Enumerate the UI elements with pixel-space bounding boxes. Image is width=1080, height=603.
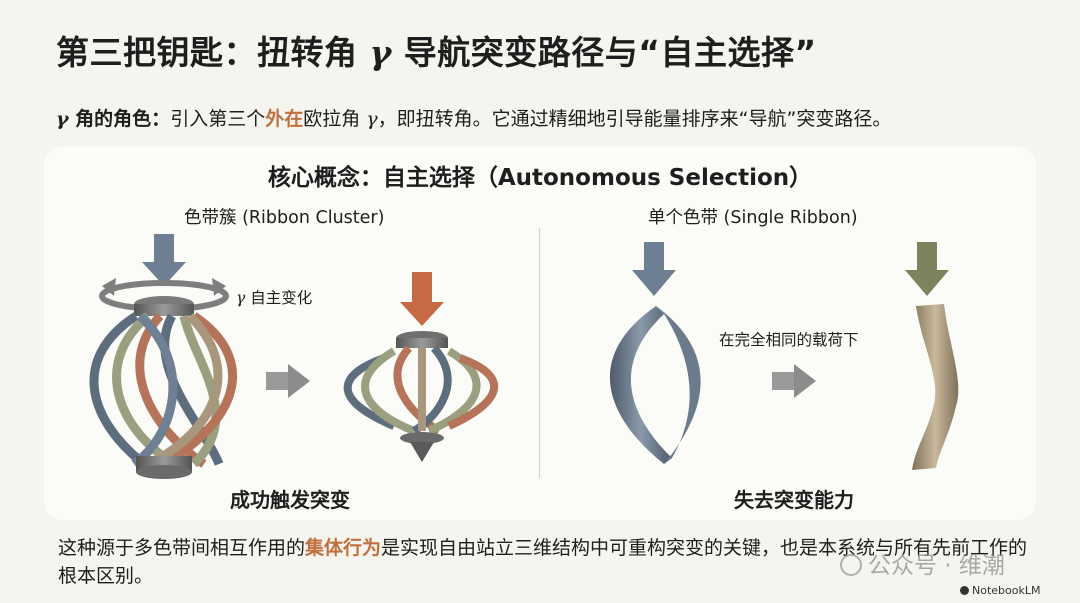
ribbon-cluster-image: [89, 234, 238, 479]
concept-illustration: [89, 234, 959, 479]
transition-arrow-icon: [266, 364, 310, 398]
notebooklm-logo-icon: [960, 586, 969, 595]
intro-text: γ 角的角色：引入第三个外在欧拉角 γ，即扭转角。它通过精细地引导能量排序来“导…: [56, 104, 891, 131]
intro-colon: ：: [151, 108, 171, 130]
panel-divider: [539, 228, 540, 478]
watermark-text: 公众号 · 维潮: [868, 553, 1005, 579]
conclusion-text: 这种源于多色带间相互作用的集体行为是实现自由站立三维结构中可重构突变的关键，也是…: [58, 534, 1038, 590]
intro-part2: 欧拉角: [303, 108, 367, 130]
intro-highlight: 外在: [265, 108, 304, 130]
conclusion-part2: 是实现自由站立三维结构中可重构突变的关键，也是本系统与所有先前工作的根本区别。: [58, 537, 1028, 587]
same-load-label: 在完全相同的载荷下: [719, 331, 859, 349]
title-gamma: γ: [369, 33, 392, 72]
intro-part1: 引入第三个: [170, 108, 266, 130]
gamma-change-label: γ 自主变化: [236, 286, 312, 308]
conclusion-part1: 这种源于多色带间相互作用的: [58, 537, 306, 559]
buckled-cluster-image: [343, 272, 498, 462]
intro-lead-gamma: γ: [56, 108, 69, 130]
intro-part3: ，即扭转角。它通过精细地引导能量排序来“导航”突变路径。: [377, 108, 892, 130]
title-suffix: 导航突变路径与“自主选择”: [391, 33, 817, 72]
load-arrow-olive-icon: [905, 242, 949, 296]
gamma-symbol: γ: [236, 289, 246, 307]
single-ribbon-image: [609, 242, 701, 464]
panel-title: 核心概念：自主选择（Autonomous Selection）: [267, 165, 813, 191]
conclusion-highlight: 集体行为: [305, 537, 382, 559]
success-caption: 成功触发突变: [230, 488, 350, 512]
intro-lead-label: 角的角色: [68, 108, 152, 130]
brand-label: NotebookLM: [960, 584, 1040, 597]
slide-title: 第三把钥匙：扭转角 γ 导航突变路径与“自主选择”: [56, 26, 817, 74]
load-arrow-orange-icon: [400, 272, 444, 326]
concept-panel: 核心概念：自主选择（Autonomous Selection） 色带簇 (Rib…: [44, 146, 1036, 520]
load-arrow-icon: [142, 234, 186, 286]
wechat-icon: [840, 554, 862, 576]
title-prefix: 第三把钥匙：扭转角: [56, 33, 370, 72]
failure-caption: 失去突变能力: [734, 488, 854, 512]
transition-arrow-right-icon: [772, 364, 816, 398]
single-ribbon-subtitle: 单个色带 (Single Ribbon): [648, 208, 858, 228]
ribbon-cluster-subtitle: 色带簇 (Ribbon Cluster): [184, 208, 385, 228]
intro-gamma: γ: [366, 108, 378, 130]
intro-lead: γ 角的角色：: [56, 108, 170, 130]
single-ribbon-failed-image: [905, 242, 959, 470]
watermark: 公众号 · 维潮: [840, 546, 1005, 580]
load-arrow-blue-icon: [632, 242, 676, 296]
gamma-change-text: 自主变化: [245, 289, 313, 307]
brand-text: NotebookLM: [972, 584, 1041, 597]
